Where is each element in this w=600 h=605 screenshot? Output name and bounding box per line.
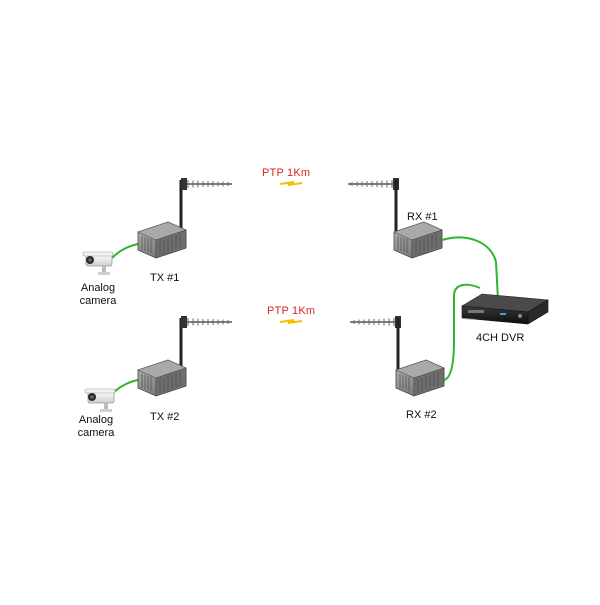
camera-1	[82, 251, 114, 276]
tx2-label: TX #2	[150, 411, 180, 423]
camera-2	[84, 388, 116, 413]
rx2-label: RX #2	[406, 409, 437, 421]
link-1-signal-bolt	[279, 181, 303, 186]
rx1-dvr-cable	[441, 236, 499, 301]
tx1-transceiver	[137, 221, 187, 259]
dvr-recorder	[461, 293, 549, 325]
rx2-antenna	[349, 315, 402, 329]
rx1-label: RX #1	[407, 211, 438, 223]
camera-1-label-line-2: camera	[79, 295, 117, 307]
camera-2-label-line-1: Analog	[78, 414, 114, 426]
rx2-dvr-cable	[443, 283, 481, 381]
tx2-transceiver	[137, 359, 187, 397]
dvr-label: 4CH DVR	[476, 332, 525, 344]
rx1-antenna	[347, 177, 400, 191]
link-2-signal-bolt	[279, 319, 303, 324]
link-row-1	[82, 177, 499, 301]
link-2-label: PTP 1Km	[267, 305, 316, 317]
link-row-2	[84, 283, 481, 413]
tx2-antenna	[180, 315, 233, 329]
camera-1-label-line-1: Analog	[80, 282, 116, 294]
camera-cable-1	[111, 243, 139, 259]
camera-2-label-line-2: camera	[77, 427, 115, 439]
link-1-label: PTP 1Km	[262, 167, 311, 179]
rx2-transceiver	[395, 359, 445, 397]
tx1-label: TX #1	[150, 272, 180, 284]
tx1-antenna	[180, 177, 233, 191]
camera-cable-2	[111, 379, 139, 395]
rx1-transceiver	[393, 221, 443, 259]
